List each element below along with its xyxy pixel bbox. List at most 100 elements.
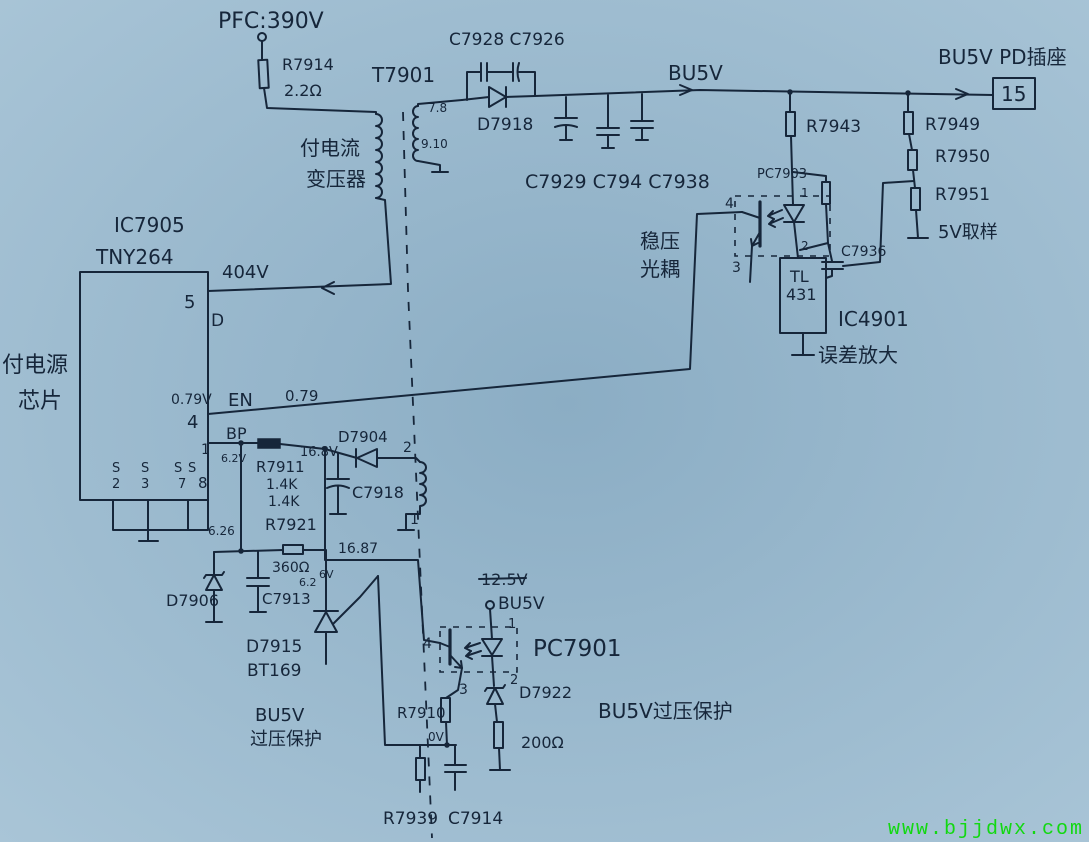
capacitor-c7913 (246, 550, 270, 613)
opto-label-line1: 稳压 (640, 229, 680, 253)
wire-bu5v-rail (534, 89, 994, 97)
aux-voltage-label-2: 16.87 (338, 541, 378, 557)
arrow-left-icon (321, 281, 335, 295)
wire-secondary-bottom (417, 160, 441, 173)
ovp-sense-label: BU5V过压保护 (598, 699, 733, 723)
r7949-label: R7949 (925, 115, 980, 135)
wire-primary-to-drain (207, 197, 392, 292)
source-pin-number: 3 (141, 477, 149, 492)
resistor-r7939 (415, 744, 426, 793)
emitter-voltage-label: 0V (428, 730, 445, 744)
resistor-r7911 (257, 438, 281, 449)
bp-voltage: 6.2V (221, 452, 246, 465)
capacitor-c794 (596, 94, 620, 149)
resistor-r7921 (282, 544, 304, 555)
wire-bp-node-horizontal (213, 549, 284, 553)
wire-aux-to-pc7901 (324, 448, 441, 644)
light-arrow-icon (464, 642, 481, 652)
ground-icon (138, 529, 159, 542)
junction-dot (444, 742, 450, 748)
opto-label-line2: 光耦 (640, 257, 680, 281)
thyristor-d7915 (313, 575, 379, 665)
source-pin-name: S (141, 461, 149, 476)
pc7901-pin-e: 3 (459, 682, 468, 698)
transformer-label-line2: 变压器 (306, 167, 366, 191)
drain-voltage-label: 404V (222, 262, 269, 283)
wire-secondary-top (417, 99, 463, 107)
pfc-supply-label: PFC:390V (218, 9, 324, 34)
ic7905-chip (79, 271, 209, 542)
r7921-ref-label: R7921 (265, 515, 317, 534)
pin-d-name: D (211, 311, 224, 331)
r7951-label: R7951 (935, 185, 990, 205)
pc7901-pin-cathode: 2 (510, 673, 518, 688)
t7901-ref-label: T7901 (371, 63, 435, 87)
connector-box (992, 77, 1036, 110)
d7915-part-label: BT169 (247, 661, 302, 681)
en-pin-number: 4 (187, 412, 198, 433)
connector-label: BU5V PD插座 (938, 45, 1067, 69)
resistor-r7914 (257, 58, 270, 90)
source-pin-name: S (188, 461, 196, 476)
capacitor-c7936 (821, 180, 915, 279)
c7918-label: C7918 (352, 483, 404, 502)
snubber-caps-label: C7928 C7926 (449, 30, 565, 50)
c7913-label: C7913 (262, 590, 311, 608)
r7911-value-label: 1.4K (266, 477, 298, 493)
struck-voltage-label: 12.5V (481, 570, 528, 589)
pc7901-ref-label: PC7901 (533, 636, 621, 662)
pc7903-pin-cathode: 2 (801, 239, 809, 253)
r7914-ref-label: R7914 (282, 55, 334, 74)
pc7901-outline (439, 626, 518, 673)
source-pin-number: 2 (112, 477, 120, 492)
d7922-label: D7922 (519, 683, 572, 702)
wire-r7911-to-aux (279, 443, 326, 450)
shunt-reg-label-line2: 431 (786, 285, 817, 304)
d7906-label: D7906 (166, 591, 219, 610)
pc7903-phototransistor (741, 200, 762, 283)
output-caps-label: C7929 C794 C7938 (525, 171, 710, 193)
wire-en-feedback (207, 211, 743, 415)
ic7905-part-label: TNY264 (95, 245, 174, 269)
watermark-text: www.bjjdwx.com (888, 818, 1084, 841)
resistor-r7950 (907, 149, 918, 189)
wire-scr-gate (332, 575, 379, 625)
pc7901-pin-anode: 1 (508, 617, 516, 632)
d7918-label: D7918 (477, 115, 533, 135)
light-arrow-icon (768, 217, 784, 228)
bp-pin-number: 1 (201, 442, 210, 458)
source-pin-name: S (112, 461, 120, 476)
r7950-label: R7950 (935, 147, 990, 167)
en-line-voltage: 0.79 (285, 387, 318, 405)
light-arrow-icon (465, 650, 482, 660)
c7914-label: C7914 (448, 809, 503, 829)
r7911-value-label: 1.4K (268, 494, 300, 510)
transformer-label-line1: 付电流 (300, 136, 360, 160)
ovp-supply-label: BU5V (498, 594, 545, 614)
ic7905-desc-line1: 付电源 (2, 353, 68, 378)
shunt-reg-label-line1: TL (789, 267, 809, 286)
d7904-label: D7904 (338, 428, 388, 446)
pc7903-pin-e: 3 (732, 260, 741, 276)
bu5v-rail-label: BU5V (668, 61, 723, 85)
aux-voltage-label: 16.8V (300, 445, 338, 460)
bp-node-voltage: 6.26 (208, 524, 235, 538)
r7939-label: R7939 (383, 809, 438, 829)
resistor-r7949 (903, 92, 914, 151)
secondary-pins-top: 7.8 (428, 101, 447, 115)
bu5v-terminal (485, 600, 495, 610)
connector-pin-label: 15 (1001, 82, 1026, 106)
strike-through-line (478, 577, 527, 580)
pc7901-pin-c: 4 (423, 636, 432, 652)
en-pin-voltage: 0.79V (171, 392, 212, 408)
aux-winding (405, 461, 427, 531)
tl431-ic4901 (779, 257, 827, 356)
arrow-right-icon (955, 88, 969, 100)
en-pin-name: EN (228, 390, 253, 411)
ic4901-ref-label: IC4901 (838, 307, 909, 331)
r7943-label: R7943 (806, 117, 861, 137)
r7910-label: R7910 (397, 704, 446, 722)
sample-label: 5V取样 (938, 222, 998, 243)
capacitor-c7938 (630, 93, 654, 141)
